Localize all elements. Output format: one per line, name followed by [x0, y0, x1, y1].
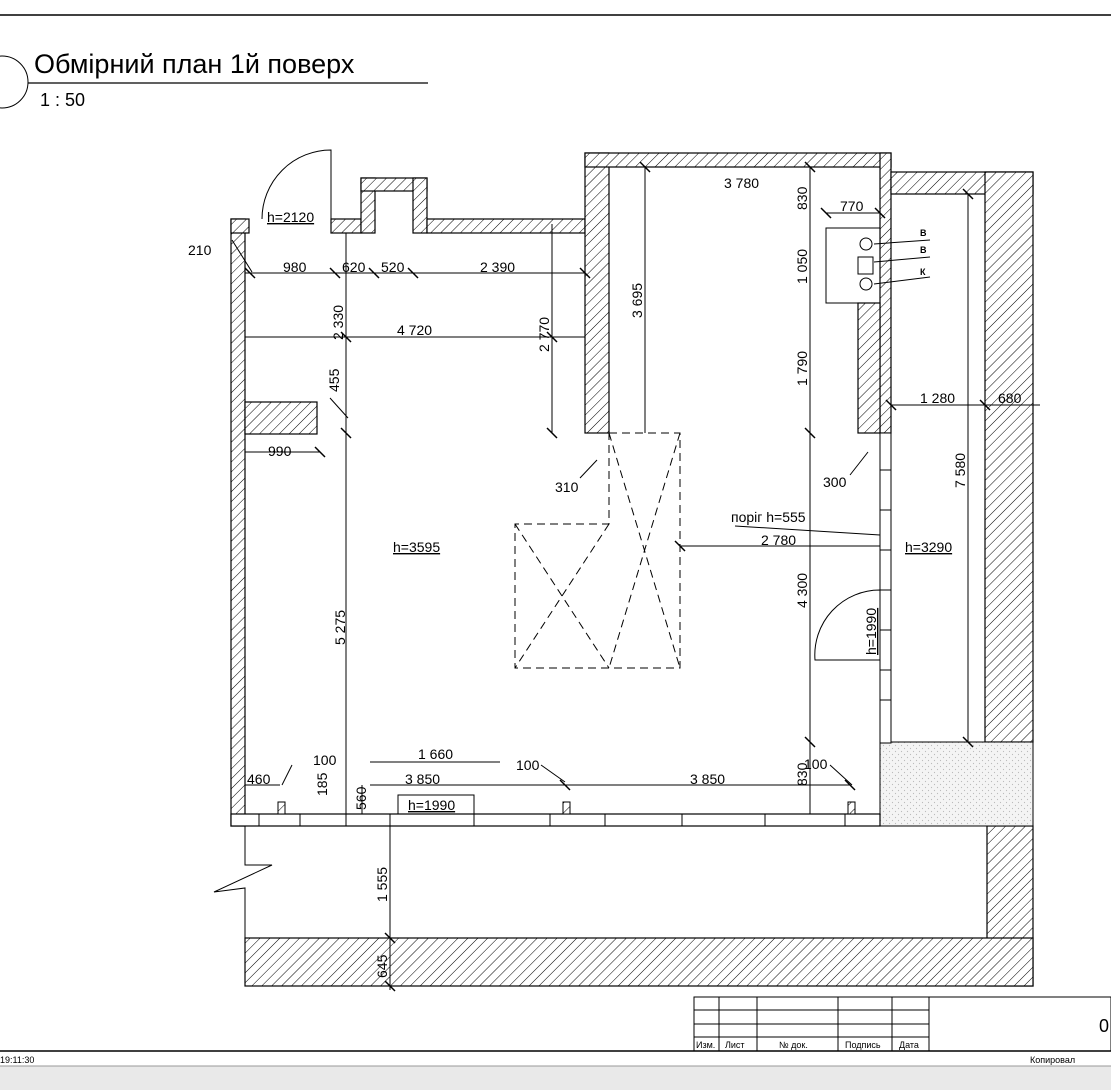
pillar-1 [277, 801, 286, 815]
dim-770: 770 [840, 198, 864, 214]
utility-label-1: В [920, 228, 927, 238]
dim-1280: 1 280 [920, 390, 955, 406]
dimension-ticks [244, 161, 991, 992]
water-tap-2-icon [859, 277, 873, 291]
dim-645: 645 [374, 954, 390, 978]
dim-3695: 3 695 [629, 283, 645, 318]
dim-3850-b: 3 850 [690, 771, 725, 787]
title-block-col-doc: № док. [779, 1040, 808, 1050]
facade-window-mullions [258, 814, 846, 826]
dim-2390: 2 390 [480, 259, 515, 275]
dim-460: 460 [247, 771, 271, 787]
dim-210: 210 [188, 242, 212, 258]
wall-terrace-bottom [244, 937, 1034, 987]
title-block-col-date: Дата [899, 1040, 919, 1050]
wall-kitchen-block [857, 302, 881, 434]
dim-455: 455 [326, 368, 342, 392]
window-door-frame [397, 794, 475, 815]
wall-partition-stub [244, 401, 318, 435]
dim-5275: 5 275 [332, 610, 348, 645]
dim-1555: 1 555 [374, 867, 390, 902]
dim-1660: 1 660 [418, 746, 453, 762]
main-room-height: h=3595 [393, 539, 440, 555]
dim-4720: 4 720 [397, 322, 432, 338]
glazed-partition-mullions [880, 469, 891, 701]
dim-1790: 1 790 [794, 351, 810, 386]
plan-title: Обмірний план 1й поверх [34, 49, 355, 79]
dim-3780: 3 780 [724, 175, 759, 191]
dim-830-top: 830 [794, 186, 810, 210]
dim-1050: 1 050 [794, 249, 810, 284]
water-tap-1-icon [859, 237, 873, 251]
wall-upper-room-top [584, 152, 892, 168]
utility-label-2: В [920, 245, 927, 255]
corridor-height: h=3290 [905, 539, 952, 555]
dim-310: 310 [555, 479, 579, 495]
dim-990: 990 [268, 443, 292, 459]
dim-560: 560 [353, 786, 369, 810]
pillar-3 [847, 801, 856, 815]
section-marker [0, 55, 29, 109]
dim-830-bottom: 830 [794, 762, 810, 786]
dim-185: 185 [314, 772, 330, 796]
footer-time: 19:11:30 [0, 1055, 34, 1065]
tile-area [879, 741, 1034, 827]
wall-left [230, 218, 246, 827]
dim-3850-a: 3 850 [405, 771, 440, 787]
wall-top-left [230, 218, 250, 234]
utility-box-icon [857, 256, 874, 275]
kitchen-unit [825, 227, 881, 304]
dim-7580: 7 580 [952, 453, 968, 488]
wall-upper-room-right [879, 152, 892, 434]
wall-top-right [426, 218, 586, 234]
leader-lines [231, 239, 881, 786]
threshold-label: поріг h=555 [731, 509, 806, 525]
entry-door-height: h=2120 [267, 209, 314, 225]
dim-680: 680 [998, 390, 1022, 406]
title-block-col-list: Лист [725, 1040, 745, 1050]
title-block [693, 996, 1111, 1052]
dim-520: 520 [381, 259, 405, 275]
wall-far-right [984, 171, 1034, 743]
wall-center-column [584, 152, 610, 434]
wall-bottom-facade [230, 813, 881, 827]
utility-label-3: К [920, 267, 926, 277]
dim-2330: 2 330 [330, 305, 346, 340]
plan-scale: 1 : 50 [40, 90, 85, 110]
dim-100-b: 100 [516, 757, 540, 773]
dim-100-a: 100 [313, 752, 337, 768]
title-block-col-izm: Изм. [696, 1040, 715, 1050]
dim-300: 300 [823, 474, 847, 490]
stair-void-dashed [514, 432, 681, 669]
sheet-number: 0 [1099, 1016, 1109, 1036]
glazed-partition [879, 432, 892, 744]
entry-door-swing [261, 149, 332, 220]
wall-niche-right [412, 177, 428, 234]
dimension-lines [245, 166, 1040, 990]
footer-strip [0, 1066, 1111, 1090]
title-block-col-sign: Подпись [845, 1040, 881, 1050]
dim-100-c: 100 [804, 756, 828, 772]
window-door-height: h=1990 [408, 797, 455, 813]
inner-door-height: h=1990 [863, 608, 879, 655]
footer-copied: Копировал [1030, 1055, 1075, 1065]
dim-2780: 2 780 [761, 532, 796, 548]
inner-door-swing [814, 589, 881, 661]
terrace-break-line [213, 826, 273, 938]
dim-2770: 2 770 [536, 317, 552, 352]
utility-leaders [873, 239, 931, 285]
pillar-2 [562, 801, 571, 815]
dim-620: 620 [342, 259, 366, 275]
dim-4300: 4 300 [794, 573, 810, 608]
wall-top-mid [330, 218, 362, 234]
dim-980: 980 [283, 259, 307, 275]
